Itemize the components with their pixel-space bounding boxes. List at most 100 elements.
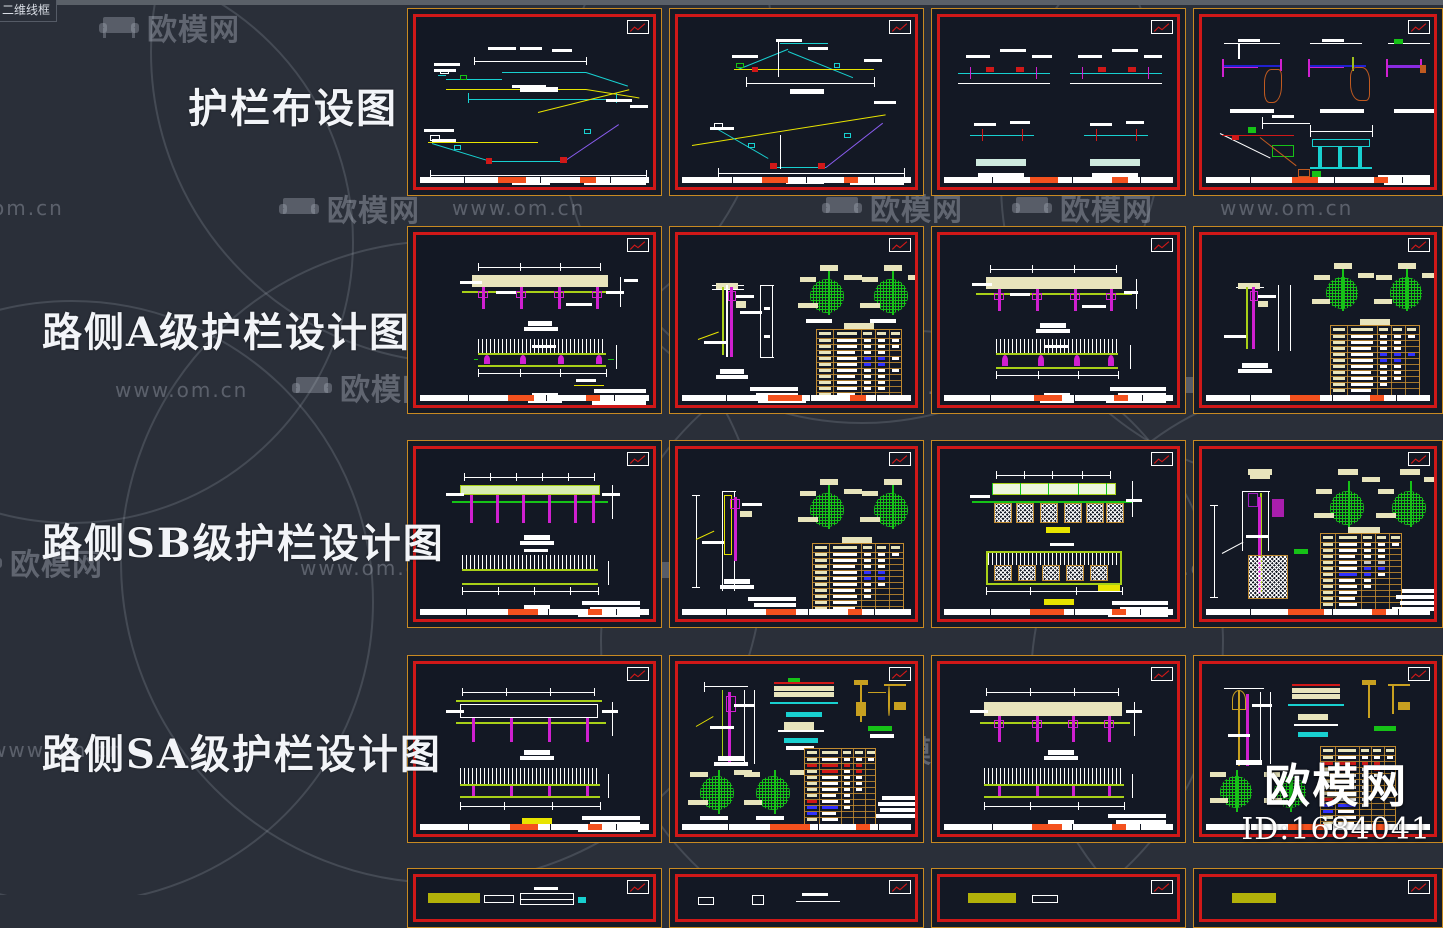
drawing-sheet-frame bbox=[675, 232, 918, 408]
row-label-3: 路侧SA级护栏设计图 bbox=[42, 731, 442, 778]
sheet-corner-logo-icon bbox=[627, 452, 649, 466]
drawing-sheet-frame bbox=[1199, 232, 1437, 408]
brand-overlay: 欧模网 ID:1684041 bbox=[1241, 758, 1431, 847]
cad-sheet-elevation-plan bbox=[940, 449, 1177, 619]
drawing-tile[interactable] bbox=[407, 440, 662, 628]
sheet-corner-logo-icon bbox=[627, 667, 649, 681]
drawing-tile[interactable] bbox=[931, 226, 1186, 414]
cad-sheet-detail-table bbox=[678, 235, 915, 405]
sheet-title-bar bbox=[944, 824, 1173, 830]
cad-sheet-detail-table bbox=[678, 449, 915, 619]
sheet-corner-logo-icon bbox=[1151, 452, 1173, 466]
sheet-title-bar bbox=[682, 824, 911, 830]
drawing-sheet-frame bbox=[1199, 661, 1437, 837]
sheet-corner-logo-icon bbox=[889, 880, 911, 894]
cad-sheet-profile bbox=[416, 17, 653, 187]
cad-sheet-detail-table bbox=[1202, 664, 1434, 834]
drawing-tile[interactable] bbox=[669, 440, 924, 628]
cad-sheet-partial bbox=[940, 877, 1177, 919]
cad-sheet-partial bbox=[678, 877, 915, 919]
watermark-circle bbox=[0, 300, 374, 895]
cad-sheet-detail-table bbox=[678, 664, 915, 834]
drawing-tile[interactable] bbox=[669, 655, 924, 843]
row-label-2: 路侧SB级护栏设计图 bbox=[42, 520, 445, 567]
sofa-icon bbox=[99, 17, 139, 38]
cad-sheet-partial bbox=[416, 877, 653, 919]
sheet-title-bar bbox=[420, 395, 649, 401]
sofa-icon bbox=[1012, 197, 1052, 213]
drawing-tile[interactable] bbox=[1193, 868, 1443, 928]
drawing-tile[interactable] bbox=[1193, 655, 1443, 843]
drawing-tile[interactable] bbox=[1193, 440, 1443, 628]
drawing-tile[interactable] bbox=[407, 8, 662, 196]
brand-id: ID:1684041 bbox=[1241, 812, 1431, 847]
quantity-table bbox=[804, 748, 876, 826]
quantity-table bbox=[816, 329, 902, 399]
drawing-sheet-frame bbox=[413, 661, 656, 837]
sofa-icon bbox=[292, 377, 332, 393]
sheet-title-bar bbox=[1206, 609, 1430, 615]
drawing-tile[interactable] bbox=[407, 226, 662, 414]
drawing-tile[interactable] bbox=[1193, 8, 1443, 196]
quantity-table bbox=[812, 543, 904, 615]
watermark-brand-logo: 欧模网 bbox=[277, 186, 420, 230]
quantity-table bbox=[1320, 533, 1402, 611]
drawing-tile[interactable] bbox=[669, 226, 924, 414]
sheet-title-bar bbox=[1206, 395, 1430, 401]
drawing-sheet-frame bbox=[937, 874, 1180, 922]
drawing-sheet-frame bbox=[675, 874, 918, 922]
brand-name: 欧模网 bbox=[1264, 758, 1409, 813]
sheet-corner-logo-icon bbox=[889, 238, 911, 252]
drawing-tile[interactable] bbox=[1193, 226, 1443, 414]
cad-sheet-detail-table bbox=[1202, 449, 1434, 619]
drawing-sheet-frame bbox=[937, 446, 1180, 622]
sheet-title-bar bbox=[420, 177, 649, 183]
drawing-tile[interactable] bbox=[669, 868, 924, 928]
sheet-title-bar bbox=[1206, 824, 1430, 830]
cad-sheet-elevation-plan bbox=[416, 449, 653, 619]
row-label-0: 护栏布设图 bbox=[188, 85, 398, 132]
drawing-sheet-frame bbox=[413, 232, 656, 408]
sheet-corner-logo-icon bbox=[1151, 880, 1173, 894]
quantity-table bbox=[1320, 746, 1396, 826]
sheet-title-bar bbox=[682, 177, 911, 183]
sofa-icon bbox=[279, 198, 319, 214]
cad-sheet-profile bbox=[678, 17, 915, 187]
sofa-icon bbox=[822, 197, 862, 213]
drawing-tile[interactable] bbox=[931, 440, 1186, 628]
watermark-url: www.om.cn bbox=[1220, 196, 1354, 220]
sheet-corner-logo-icon bbox=[1151, 238, 1173, 252]
drawing-sheet-frame bbox=[675, 14, 918, 190]
drawing-tile[interactable] bbox=[931, 655, 1186, 843]
sheet-corner-logo-icon bbox=[1408, 20, 1430, 34]
drawing-sheet-frame bbox=[413, 14, 656, 190]
row-label-1: 路侧A级护栏设计图 bbox=[42, 309, 412, 356]
drawing-sheet-frame bbox=[937, 661, 1180, 837]
sheet-corner-logo-icon bbox=[1408, 238, 1430, 252]
sheet-corner-logo-icon bbox=[627, 880, 649, 894]
cad-sheet-details bbox=[1202, 17, 1434, 187]
drawing-tile[interactable] bbox=[407, 868, 662, 928]
drawing-sheet-frame bbox=[675, 661, 918, 837]
sheet-corner-logo-icon bbox=[1408, 880, 1430, 894]
drawing-tile[interactable] bbox=[407, 655, 662, 843]
cad-sheet-elevation-plan bbox=[416, 235, 653, 405]
sheet-title-bar bbox=[682, 609, 911, 615]
sheet-corner-logo-icon bbox=[1151, 667, 1173, 681]
watermark-url: www.om.cn bbox=[452, 196, 586, 220]
watermark-url: www.om.cn bbox=[115, 378, 249, 402]
sheet-title-bar bbox=[1206, 177, 1430, 183]
cad-sheet-partial bbox=[1202, 877, 1434, 919]
quantity-table bbox=[1330, 325, 1420, 397]
drawing-tile[interactable] bbox=[931, 8, 1186, 196]
drawing-tile[interactable] bbox=[931, 868, 1186, 928]
drawing-sheet-frame bbox=[937, 14, 1180, 190]
sheet-corner-logo-icon bbox=[1408, 452, 1430, 466]
sheet-corner-logo-icon bbox=[889, 667, 911, 681]
viewport-top-strip bbox=[0, 0, 1443, 5]
watermark-url: om.cn bbox=[0, 196, 64, 220]
cad-sheet-elevation-plan bbox=[940, 664, 1177, 834]
drawing-tile[interactable] bbox=[669, 8, 924, 196]
cad-sheet-sections bbox=[940, 17, 1177, 187]
sheet-title-bar bbox=[420, 824, 649, 830]
